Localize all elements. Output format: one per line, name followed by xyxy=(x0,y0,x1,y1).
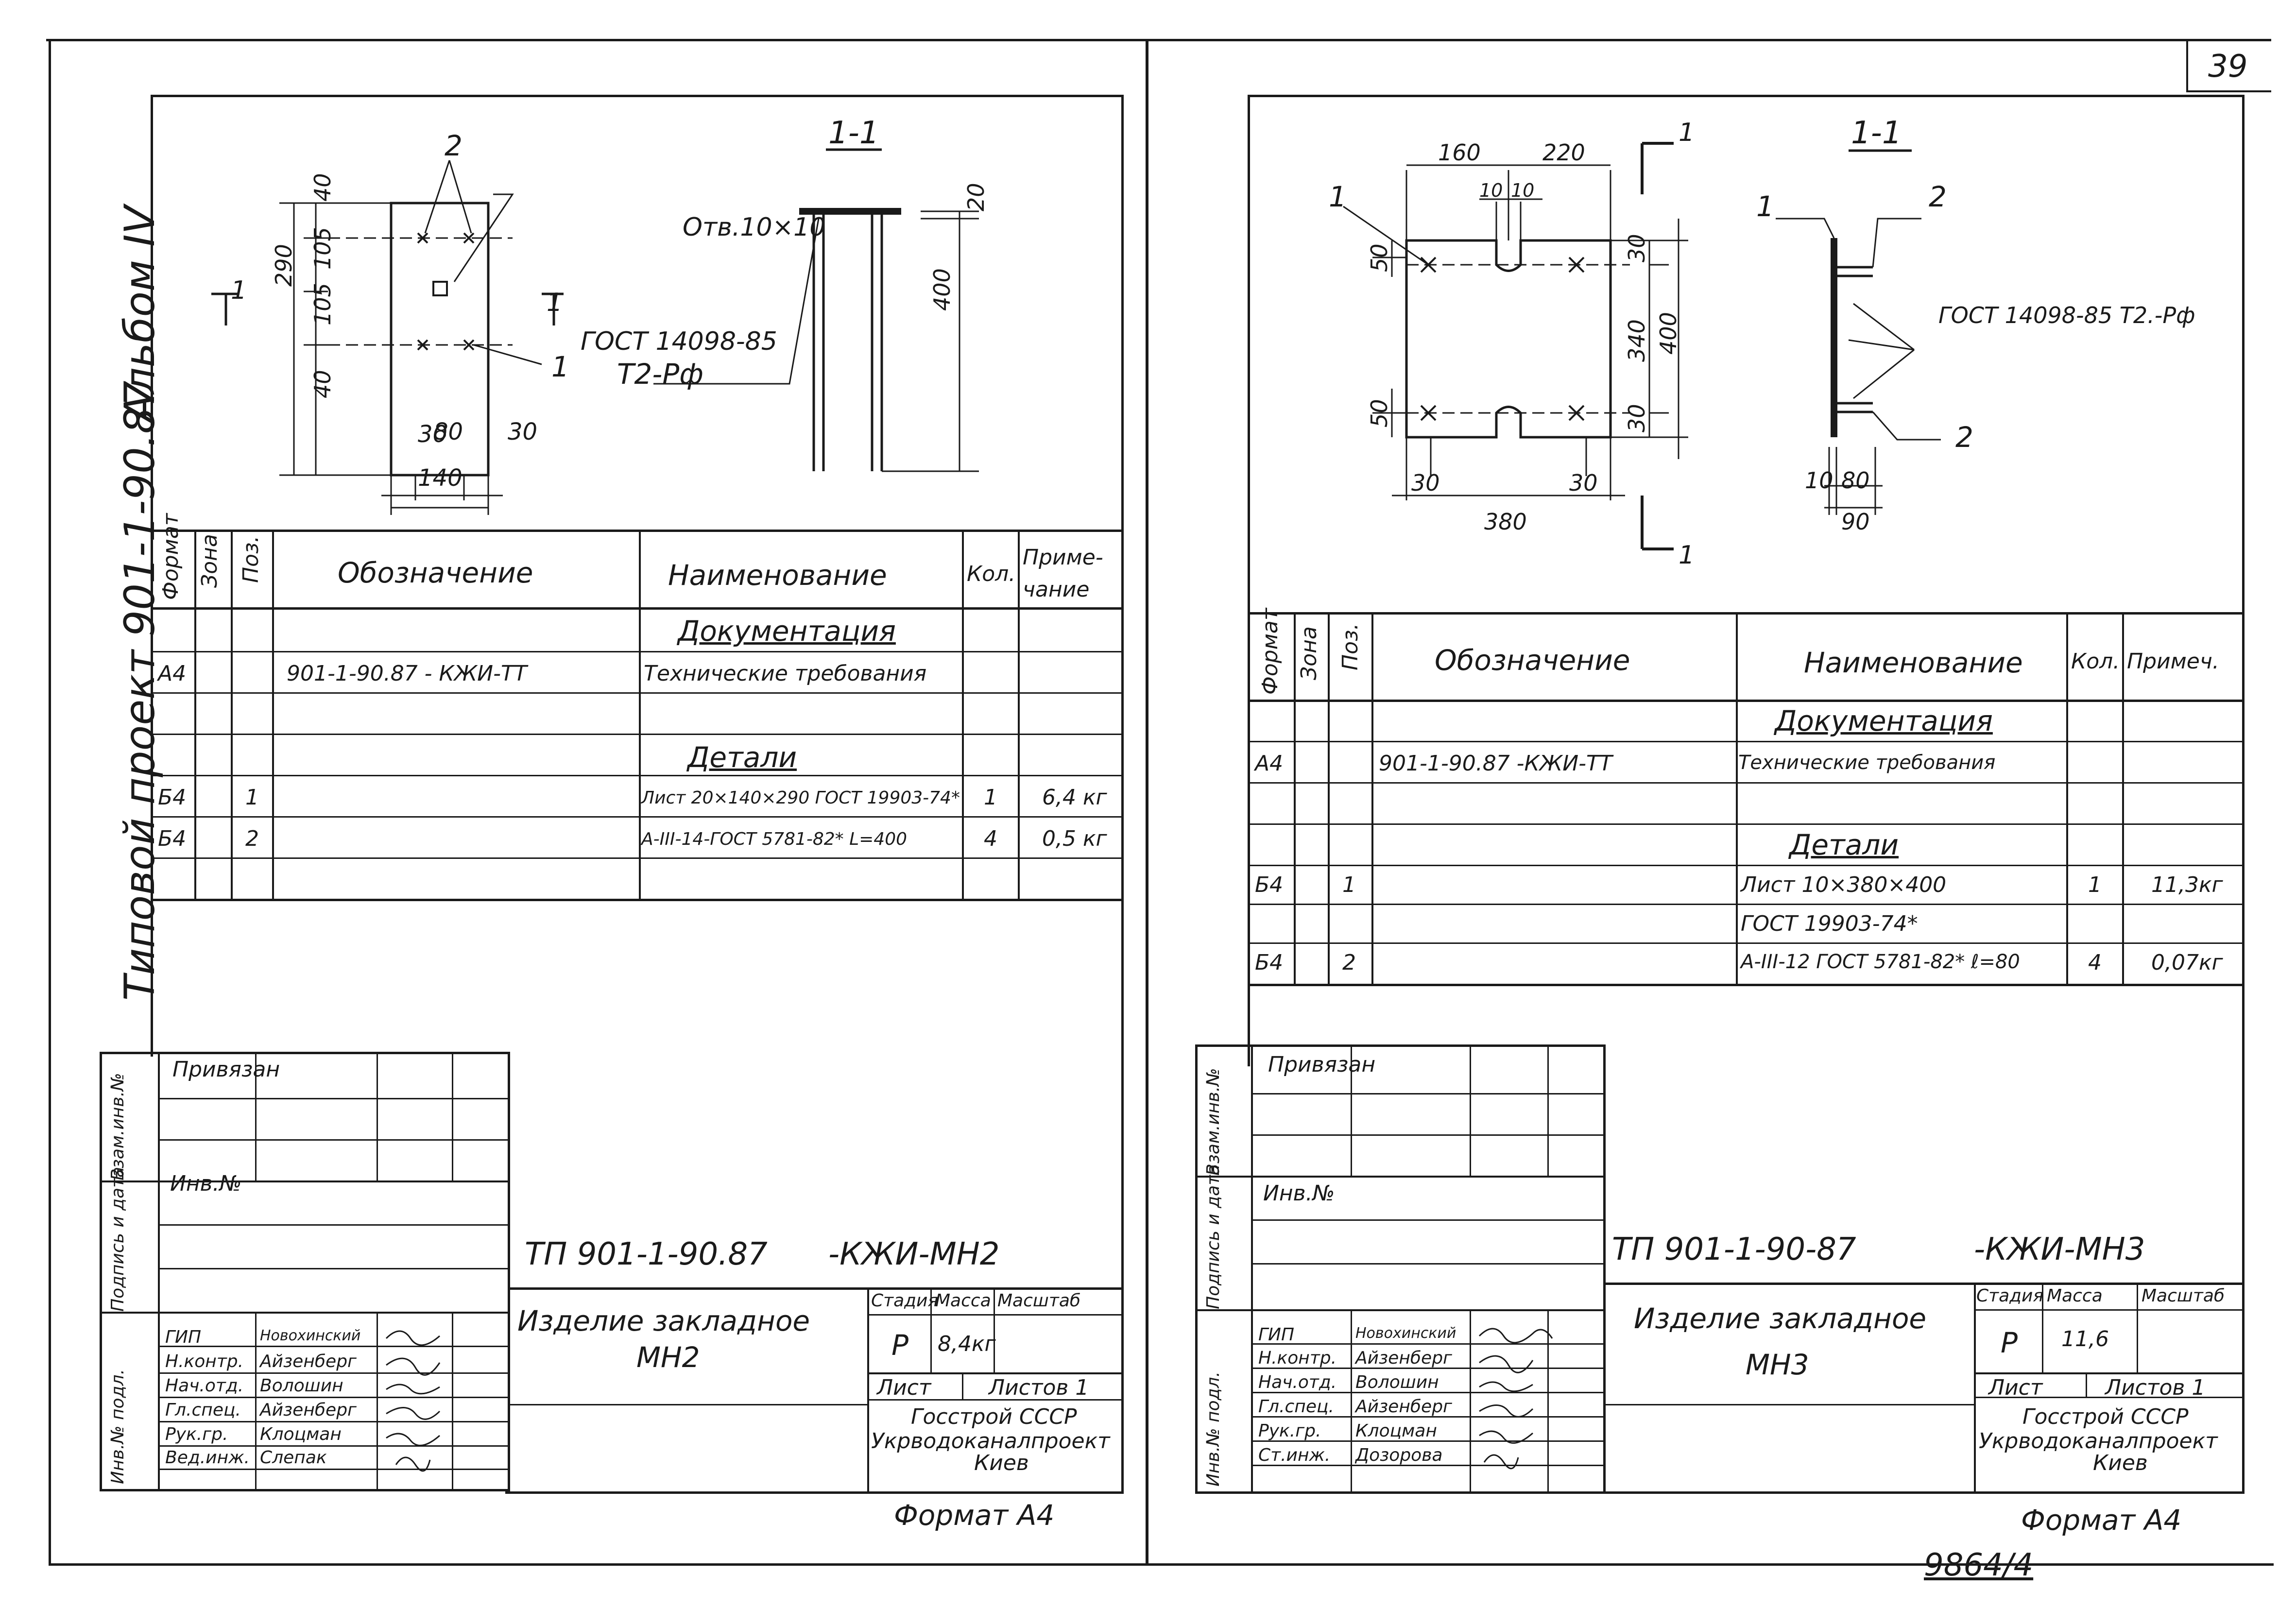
dim-slot-b: 10 xyxy=(1511,180,1534,201)
item-code: МН2 xyxy=(636,1341,700,1374)
dim-380: 380 xyxy=(1484,509,1527,535)
gost-line1: ГОСТ 14098-85 xyxy=(581,327,777,356)
plate-plan xyxy=(1405,239,1612,439)
left-stamp-mn2: Привязан Инв.№ Взам.инв.№ Подпись и дата… xyxy=(100,1052,510,1491)
section-title: 1-1 xyxy=(828,115,879,151)
format-label: Формат А4 xyxy=(2021,1504,2182,1537)
dim-slot-a: 10 xyxy=(1479,180,1503,201)
outer-top-border xyxy=(46,39,2271,41)
section-details: Детали xyxy=(687,741,797,774)
dim-105a: 105 xyxy=(309,227,336,270)
plate-plan xyxy=(390,202,490,477)
dim-80: 80 xyxy=(433,418,463,445)
side-dim-20: 20 xyxy=(963,183,989,211)
pos2-label: 2 xyxy=(445,129,463,162)
sheet-number: 39 xyxy=(2208,49,2248,85)
col-name: Наименование xyxy=(668,559,887,592)
side-dim-10: 10 xyxy=(1805,467,1833,494)
left-stamp-mn3: Привязан Инв.№ Взам.инв.№ Подпись и дата… xyxy=(1195,1044,1606,1494)
dim-30-right: 30 xyxy=(1569,470,1598,496)
dim-30-top: 30 xyxy=(1624,234,1650,262)
dim-140: 140 xyxy=(418,464,463,492)
item-title: Изделие закладное xyxy=(517,1304,810,1337)
gost-line2: Т2-Рф xyxy=(617,358,703,391)
drawing-mn3: 1-1 1 1 2 2 ГОСТ 14098-85 Т2.-Рф 1 1 160… xyxy=(1329,115,2195,570)
side-dim-80: 80 xyxy=(1841,467,1870,494)
dim-40b: 40 xyxy=(309,370,336,398)
dim-30-left: 30 xyxy=(1411,470,1440,496)
dim-30-bot: 30 xyxy=(1624,404,1650,432)
signatures xyxy=(1478,1328,1553,1470)
section-title: 1-1 xyxy=(1851,115,1902,151)
dim-160: 160 xyxy=(1438,139,1481,166)
outer-left-border xyxy=(49,39,51,1564)
sheet-mn2: 1-1 2 1 Отв.10×10 ГОСТ 14098-85 Т2-Рф 30… xyxy=(0,0,1147,1608)
section-mark-right: 1 xyxy=(547,288,563,317)
dim-50b: 50 xyxy=(1366,399,1392,428)
signatures xyxy=(385,1330,441,1472)
dim-220: 220 xyxy=(1542,139,1585,166)
archive-number: 9864/4 xyxy=(1924,1547,2034,1583)
sheet-divider xyxy=(1146,39,1148,1564)
stage-value: Р xyxy=(891,1329,908,1362)
doc-code: ТП 901-1-90.87 xyxy=(525,1236,768,1272)
section-mark-top: 1 xyxy=(1679,118,1695,147)
dim-105b: 105 xyxy=(309,283,336,325)
title-block-mn3: ТП 901-1-90-87 -КЖИ-МН3 Изделие закладно… xyxy=(1605,1210,2244,1491)
section-mark-left: 1 xyxy=(231,276,247,305)
section-mark-bottom: 1 xyxy=(1679,541,1695,570)
dim-30: 30 xyxy=(418,421,447,448)
col-designation: Обозначение xyxy=(338,556,533,589)
dim-340: 340 xyxy=(1624,319,1650,362)
mass-value: 8,4кг xyxy=(938,1332,996,1356)
col-qty: Кол. xyxy=(967,562,1016,586)
outer-bottom-border xyxy=(49,1563,2274,1566)
pos1-label: 1 xyxy=(1329,180,1347,213)
title-block-mn2: ТП 901-1-90.87 -КЖИ-МН2 Изделие закладно… xyxy=(508,1212,1122,1491)
drawing-mn2: 1-1 2 1 Отв.10×10 ГОСТ 14098-85 Т2-Рф 30… xyxy=(211,115,989,515)
section-docs: Документация xyxy=(678,615,896,648)
hole-label: Отв.10×10 xyxy=(683,213,825,242)
side-dim-90: 90 xyxy=(1841,509,1870,535)
dim-30b: 30 xyxy=(508,418,537,445)
doc-code-suffix: -КЖИ-МН2 xyxy=(828,1236,1000,1272)
format-label: Формат А4 xyxy=(894,1499,1055,1532)
side-pos2-top: 2 xyxy=(1929,180,1947,213)
gost-label: ГОСТ 14098-85 Т2.-Рф xyxy=(1938,302,2195,328)
dim-40a: 40 xyxy=(309,173,336,202)
side-pos2-bottom: 2 xyxy=(1955,421,1973,454)
dim-400: 400 xyxy=(1655,312,1681,355)
spec-table-mn3: Формат Зона Поз. Обозначение Наименовани… xyxy=(1250,608,2244,986)
dim-290: 290 xyxy=(271,244,297,287)
privyazan-label: Привязан xyxy=(172,1057,280,1082)
side-pos1-label: 1 xyxy=(1756,190,1774,223)
col-note: Приме-чание xyxy=(1023,545,1103,602)
dim-50a: 50 xyxy=(1366,243,1392,272)
spec-table-mn2: Формат Зона Поз. Обозначение Наименовани… xyxy=(153,513,1122,904)
pos1-label: 1 xyxy=(551,350,569,383)
inv-no-label: Инв.№ xyxy=(170,1171,242,1196)
side-dim-400: 400 xyxy=(929,268,955,311)
